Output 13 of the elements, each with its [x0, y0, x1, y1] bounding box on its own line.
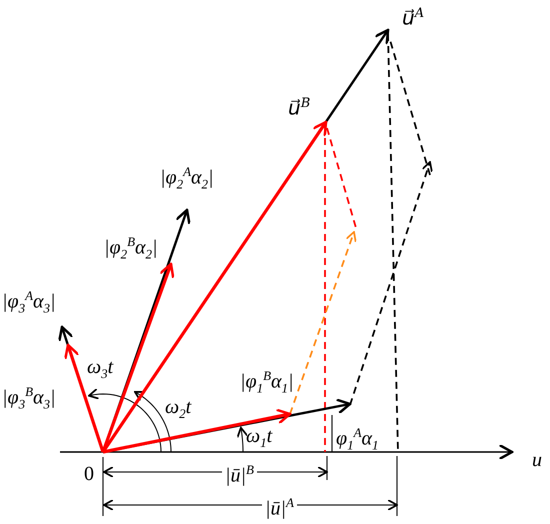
- magnitude-label: |φ$_{2}$$^{B}$α$_{2}$|: [104, 233, 158, 264]
- vector-label: u⃗$^{A}$: [402, 4, 424, 30]
- vector-label: u⃗$^{B}$: [288, 94, 310, 120]
- angle-label: ω$_{2}$t: [165, 395, 192, 423]
- magnitude-label: |φ$_{3}$$^{A}$α$_{3}$|: [2, 287, 56, 318]
- magnitude-label: |φ$_{2}$$^{A}$α$_{2}$|: [160, 163, 214, 194]
- magnitude-label: |φ$_{1}$$^{B}$α$_{1}$|: [240, 367, 294, 398]
- origin-label: 0: [84, 462, 94, 486]
- component-label: φ$_{1}$$^{A}$α$_{1}$: [336, 424, 379, 455]
- angle-label: ω$_{3}$t: [87, 355, 114, 383]
- angle-label: ω$_{1}$t: [246, 424, 272, 452]
- magnitude-label: |φ$_{3}$$^{B}$α$_{3}$|: [2, 383, 56, 414]
- axis-label: u: [532, 448, 542, 472]
